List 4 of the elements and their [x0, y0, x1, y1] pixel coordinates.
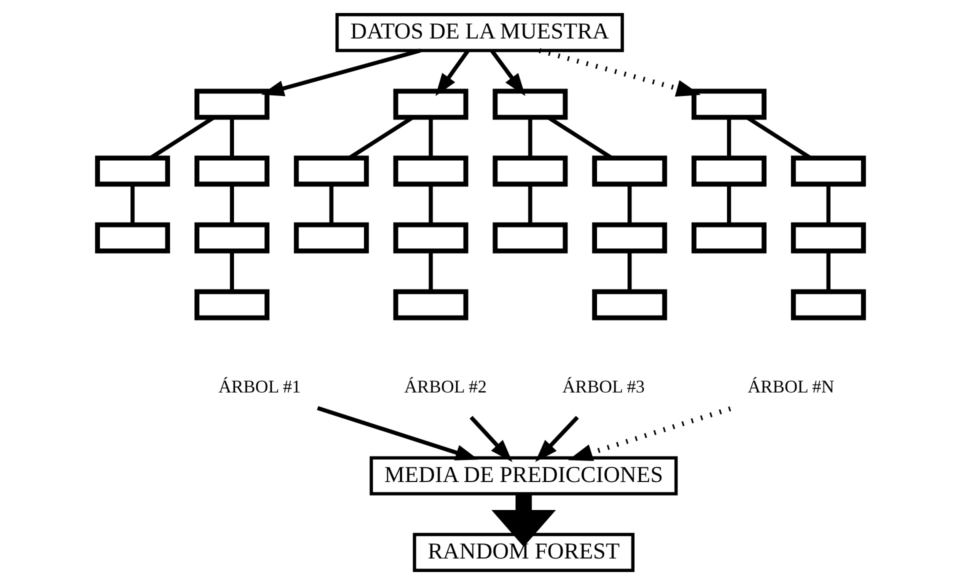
node-text: ÁRBOL #1: [218, 376, 300, 396]
node-text: ÁRBOL #3: [562, 376, 644, 396]
node-text: ÁRBOL #2: [404, 376, 486, 396]
node-text: ÁRBOL #N: [747, 376, 834, 396]
